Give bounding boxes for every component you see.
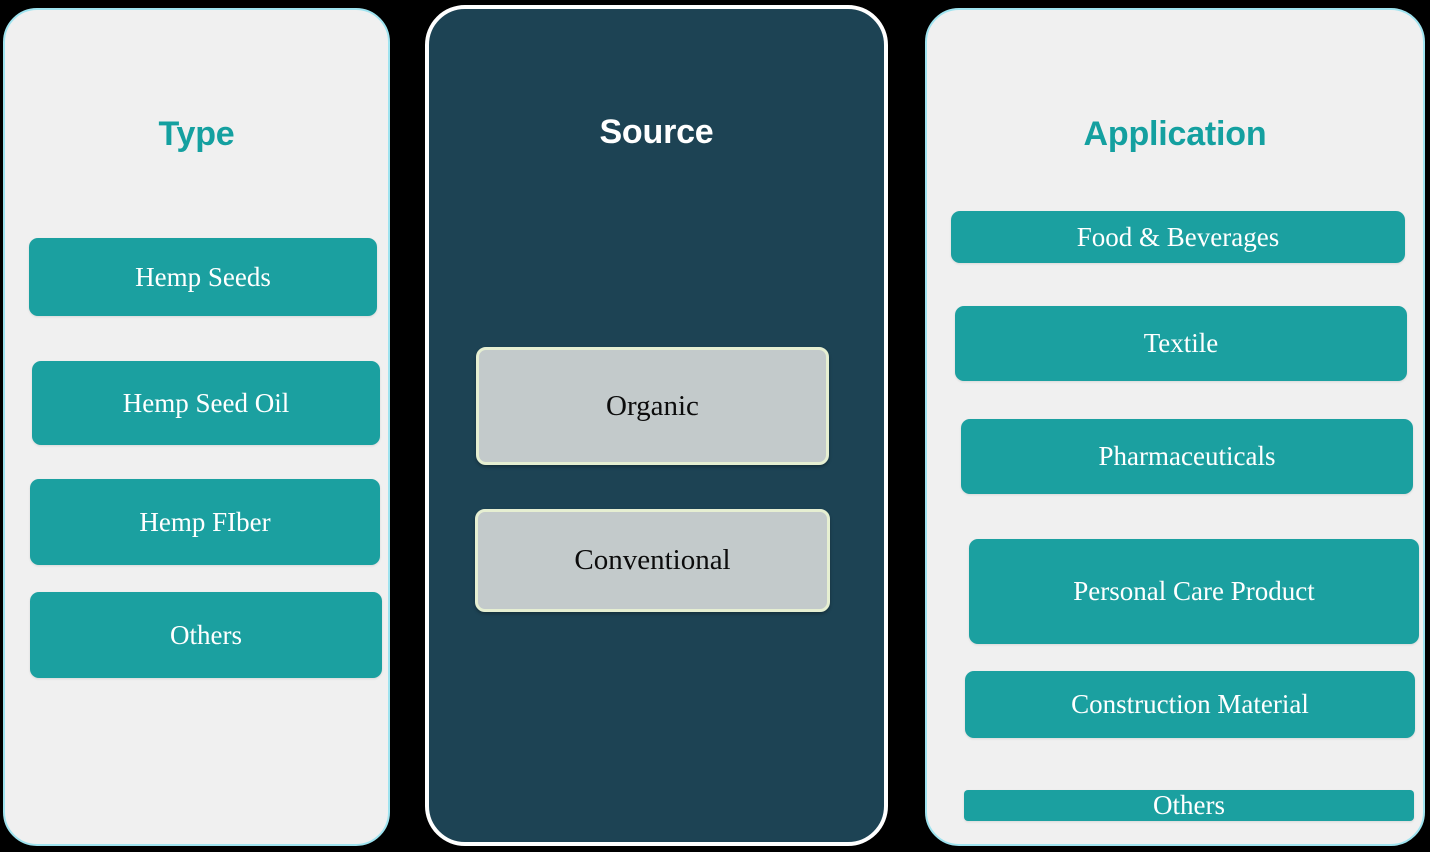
application-card-title: Application [1083, 115, 1267, 153]
application-item-food-and-beverages[interactable]: Food & Beverages [951, 211, 1405, 263]
application-card: Application Food & Beverages Textile Pha… [925, 8, 1425, 846]
application-item-personal-care-product[interactable]: Personal Care Product [969, 539, 1419, 644]
type-item-others[interactable]: Others [30, 592, 382, 678]
application-item-pharmaceuticals[interactable]: Pharmaceuticals [961, 419, 1413, 494]
source-item-conventional[interactable]: Conventional [475, 509, 830, 612]
application-item-label: Food & Beverages [1076, 221, 1280, 252]
type-item-label: Others [170, 619, 242, 650]
application-item-construction-material[interactable]: Construction Material [965, 671, 1415, 738]
type-item-label: Hemp FIber [139, 506, 271, 537]
source-item-organic[interactable]: Organic [476, 347, 829, 465]
application-item-others[interactable]: Others [964, 790, 1414, 821]
type-item-hemp-seeds[interactable]: Hemp Seeds [29, 238, 377, 316]
application-item-label: Personal Care Product [1073, 576, 1315, 606]
source-card-title: Source [599, 113, 714, 151]
type-item-label: Hemp Seeds [135, 261, 271, 292]
source-item-label: Organic [606, 389, 699, 422]
application-item-label: Textile [1143, 328, 1219, 358]
type-item-hemp-fiber[interactable]: Hemp FIber [30, 479, 380, 565]
source-item-label: Conventional [574, 544, 731, 576]
type-card: Type Hemp Seeds Hemp Seed Oil Hemp FIber… [3, 8, 390, 846]
source-card: Source Organic Conventional [425, 5, 888, 846]
type-item-label: Hemp Seed Oil [122, 387, 290, 418]
application-item-label: Others [1153, 790, 1225, 820]
application-item-label: Construction Material [1071, 689, 1309, 719]
type-card-title: Type [158, 115, 235, 153]
application-item-label: Pharmaceuticals [1098, 441, 1276, 471]
application-item-textile[interactable]: Textile [955, 306, 1407, 381]
type-item-hemp-seed-oil[interactable]: Hemp Seed Oil [32, 361, 380, 445]
